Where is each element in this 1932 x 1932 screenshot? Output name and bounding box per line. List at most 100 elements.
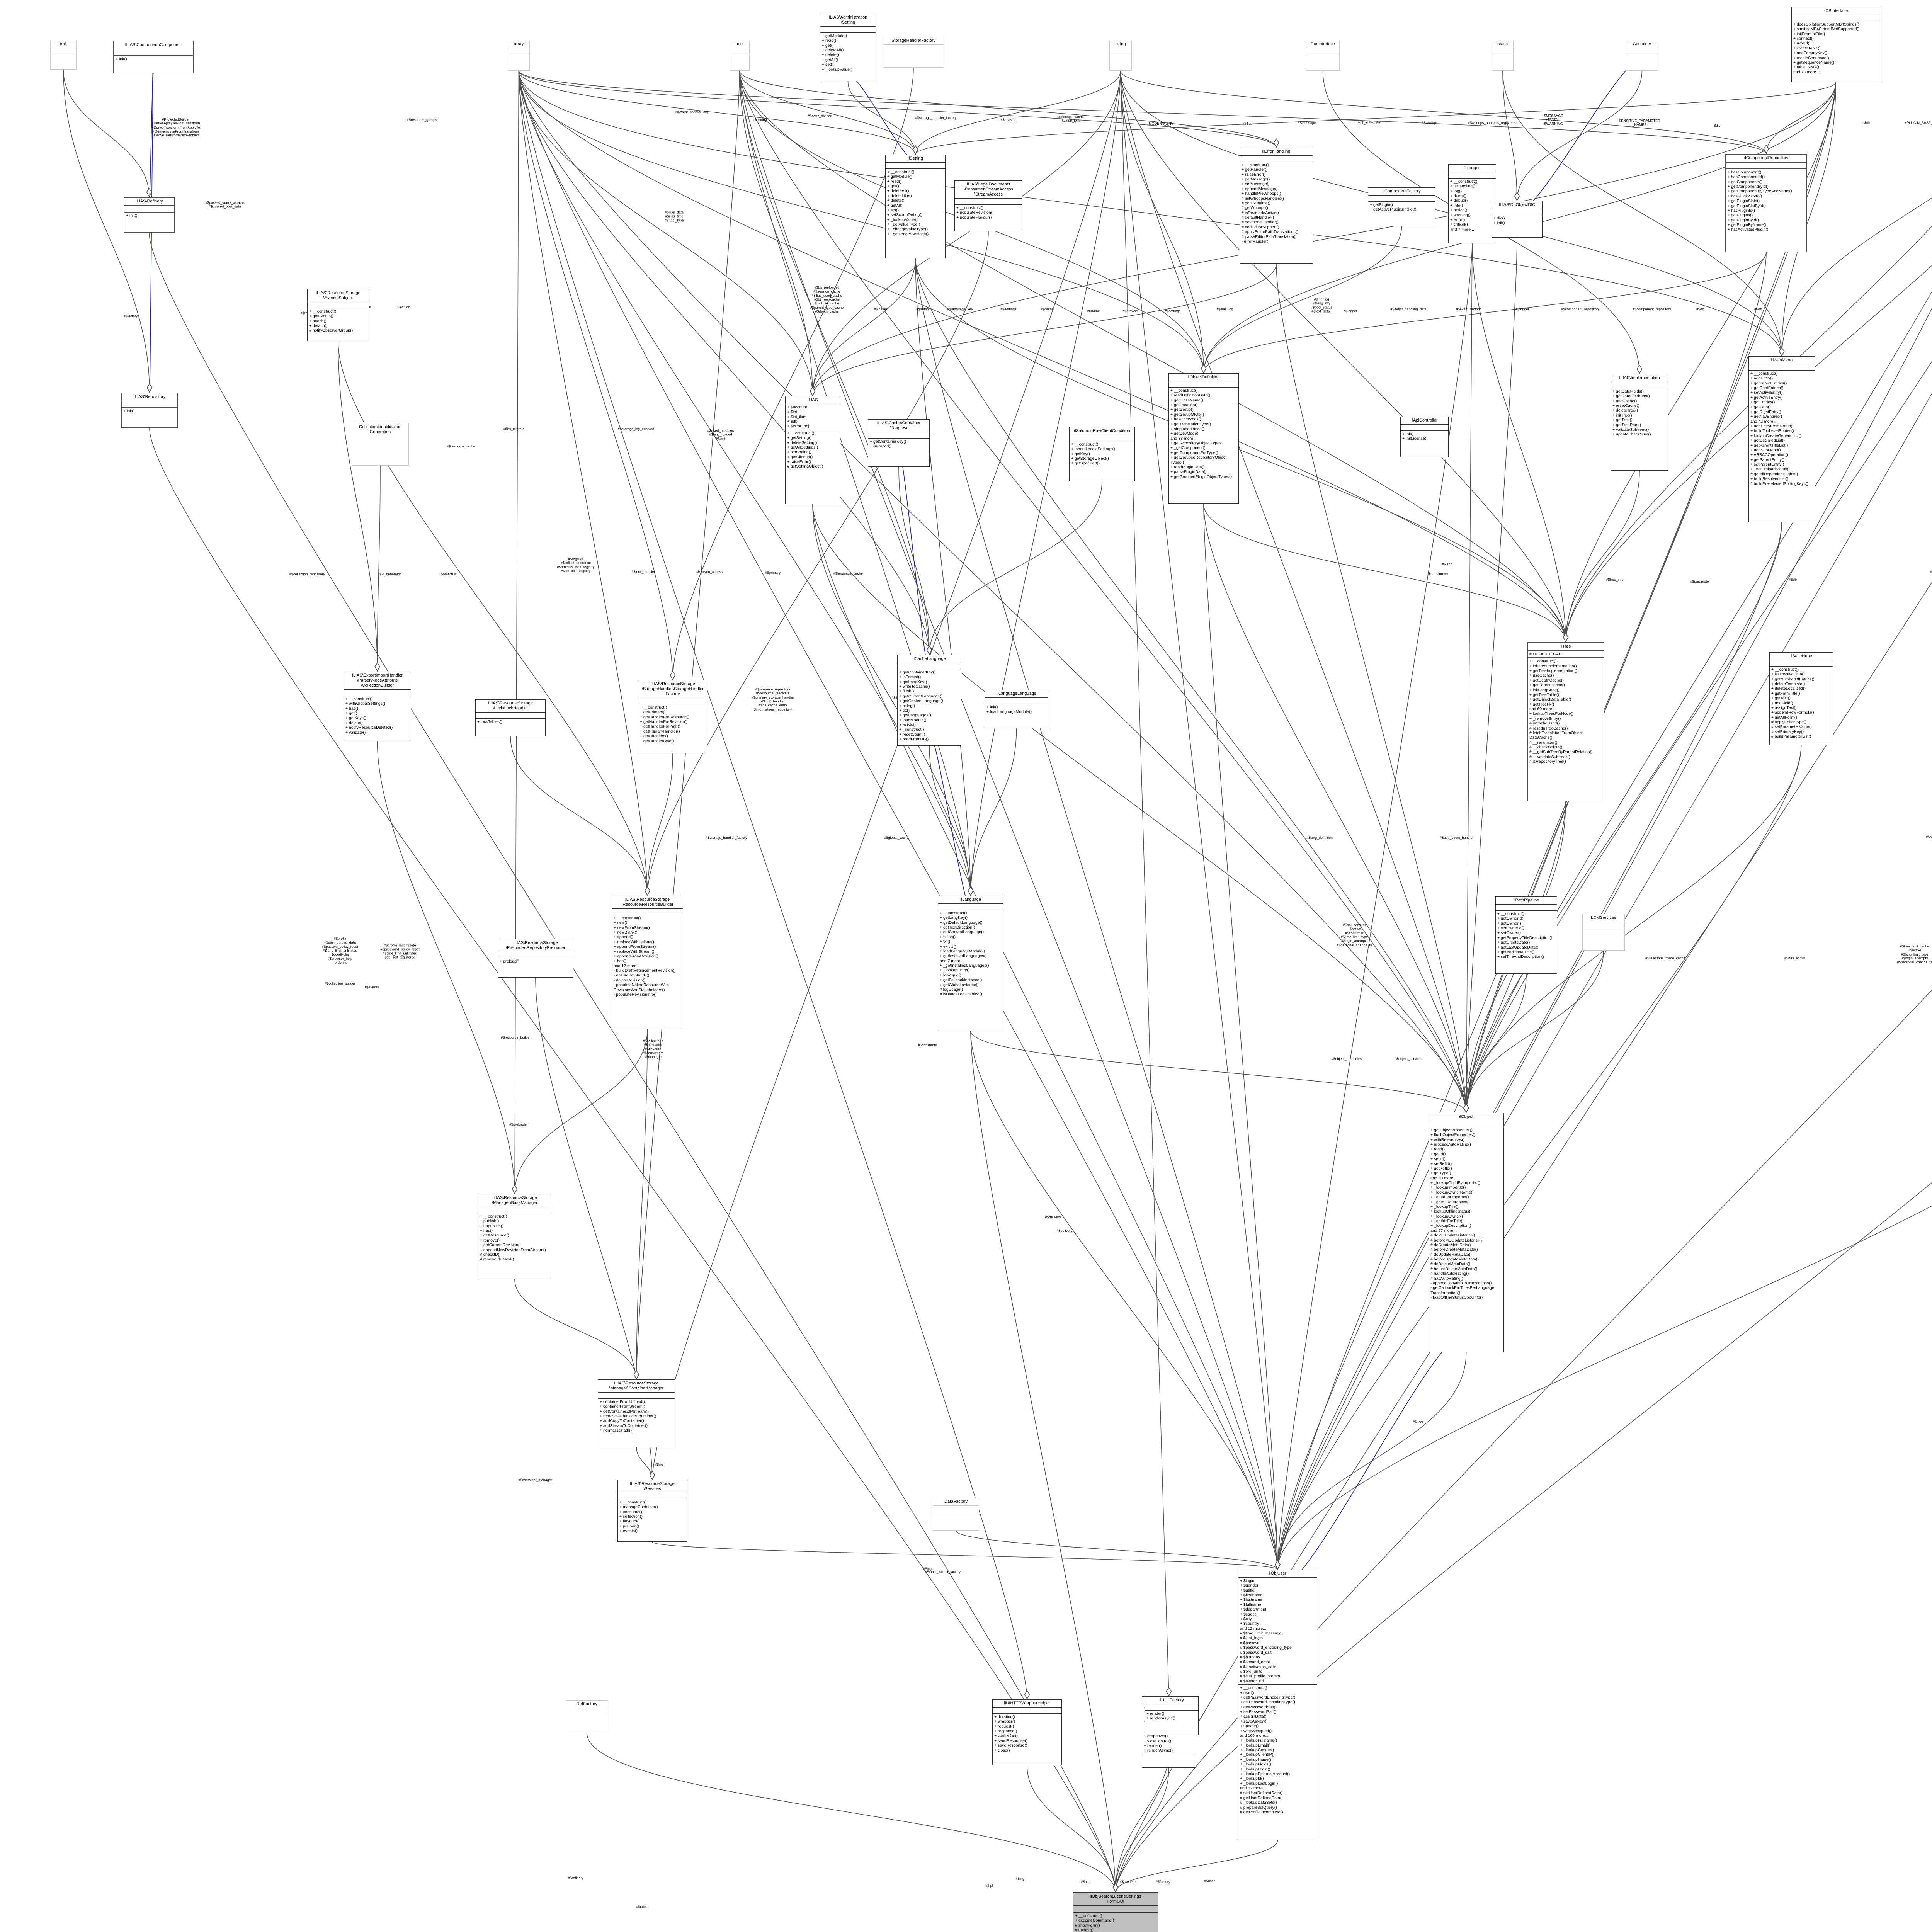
edge-label: #$language_key bbox=[947, 307, 973, 311]
class-node-attributes bbox=[498, 952, 573, 958]
edge-label: #$component_repository bbox=[1633, 307, 1671, 311]
class-node-collectionidentification[interactable]: CollectionIdentification Generation bbox=[352, 423, 409, 466]
class-node-ilobjuser[interactable]: ilObjUser+ $login + $gender + $utitle + … bbox=[1238, 1570, 1317, 1840]
class-node-illogger[interactable]: ilLogger+ __construct() + isHandling() +… bbox=[1448, 164, 1496, 243]
class-node-operations: + dic() + init() bbox=[1493, 216, 1505, 226]
class-node-operations: + getDateFields() + getDateFieldSets() +… bbox=[1612, 389, 1651, 437]
association-edge bbox=[929, 745, 974, 896]
edge-label: #$tabs bbox=[636, 1905, 647, 1909]
class-node-iltree[interactable]: ilTree# DEFAULT_GAP+ __construct() + ini… bbox=[1527, 642, 1604, 801]
class-node-operations: + preload() bbox=[500, 959, 520, 964]
class-node-attributes bbox=[1792, 15, 1880, 21]
class-node-ilcachelanguage[interactable]: ilCacheLanguage+ getContainerKey() + isF… bbox=[897, 655, 961, 746]
class-node-ilias-resourcestorage-services[interactable]: ILIAS\ResourceStorage \Services+ __const… bbox=[617, 1480, 687, 1542]
class-node-ilbasectrl[interactable]: ilBaseNone+ __construct() + isDirectiveD… bbox=[1769, 652, 1833, 745]
edge-label: +$MESSAGE +$FATAL +$WARNING bbox=[1542, 114, 1563, 126]
class-node-ilobjectdefinition[interactable]: ilObjectDefinition+ __construct() + read… bbox=[1168, 373, 1239, 504]
class-node-iluifactory[interactable]: ilUIUIFactory+ render() + renderAsync() bbox=[1145, 1696, 1199, 1735]
edge-label: #$settings bbox=[1165, 309, 1181, 313]
class-node-ilias-resourcestorage-manager-basemanager[interactable]: ILIAS\ResourceStorage \Manager\BaseManag… bbox=[478, 1194, 551, 1279]
class-node-ilias-refinery[interactable]: ILIAS\Refinery+ init() bbox=[124, 197, 175, 233]
class-node-string[interactable]: string bbox=[1109, 41, 1132, 71]
association-edge bbox=[633, 1029, 648, 1380]
class-node-operations: + getPlugin() + getActivePluginsInSlot() bbox=[1370, 202, 1417, 212]
class-node-attributes bbox=[124, 206, 174, 213]
class-node-ilias-exporthandler[interactable]: ILIAS\ExportImportHandler \Parser\NodeAt… bbox=[344, 672, 411, 741]
class-node-ilias-resourcestorage-eventssubject[interactable]: ILIAS\ResourceStorage \Events\Subject+ _… bbox=[307, 289, 369, 341]
class-node-ilias-admin-setting[interactable]: ILIAS\Administration \Setting+ getModule… bbox=[820, 14, 876, 81]
association-edge bbox=[1120, 70, 1207, 374]
class-node-ilmailcontroller[interactable]: ilApiController+ init() + initLicense() bbox=[1400, 417, 1449, 457]
edge-label: #$cache bbox=[1040, 307, 1054, 311]
class-node-illanguagelanguage[interactable]: ilLanguageLanguage+ init() + loadLanguag… bbox=[985, 690, 1048, 728]
class-node-ilias-resourcestorage-resourcebuilder[interactable]: ILIAS\ResourceStorage \Resource\Resource… bbox=[612, 896, 683, 1029]
association-edge bbox=[1463, 243, 1473, 1113]
association-edge bbox=[1201, 252, 1767, 374]
association-edge bbox=[956, 1530, 1281, 1570]
class-node-operations bbox=[1306, 55, 1339, 62]
class-node-title: ilTree bbox=[1528, 643, 1604, 651]
class-node-ilsalternativeclientcondition[interactable]: ilSalomonRawClientCondition+ __construct… bbox=[1069, 427, 1135, 481]
class-node-ilsetting[interactable]: ilSetting+ __construct() + getModule() +… bbox=[885, 155, 946, 258]
class-node-ilpathpipeline[interactable]: ilPathPipeline+ __construct() + getOwner… bbox=[1495, 896, 1557, 974]
class-node-ilhttpwrapper[interactable]: ilUIHTTPWrapperHelper+ duration() + wrap… bbox=[992, 1699, 1062, 1765]
class-node-container[interactable]: Container bbox=[1626, 41, 1658, 71]
class-node-ilmainmenu[interactable]: ilMainMenu+ __construct() + addEntry() +… bbox=[1748, 356, 1815, 522]
association-edge bbox=[645, 231, 989, 896]
class-node-ilias-dic-ilobjectdic[interactable]: ILIAS\DI\ObjectDIC+ dic() + init() bbox=[1492, 201, 1543, 238]
class-node-attributes bbox=[898, 663, 961, 669]
class-node-ilias-implementation[interactable]: ILIAS\Implementation+ getDateFields() + … bbox=[1611, 374, 1668, 471]
class-node-storagehandlerfactory[interactable]: StorageHandlerFactory bbox=[883, 37, 944, 68]
class-node-ilcomponentrepository[interactable]: ilComponentRepository+ hasComponent() + … bbox=[1725, 154, 1807, 252]
class-node-attributes bbox=[1401, 425, 1448, 431]
edge-label: #$db bbox=[1754, 307, 1762, 311]
class-node-ilias-resourcestorage-lock[interactable]: ILIAS\ResourceStorage \Lock\LockHandler+… bbox=[475, 699, 546, 736]
class-node-datafactory[interactable]: DataFactory bbox=[933, 1498, 979, 1531]
class-node-ildbinterface[interactable]: ilDBInterface+ doesCollationSupportMB4St… bbox=[1791, 7, 1880, 82]
class-node-ilerrorhandling[interactable]: ilErrorHandling+ __construct() + getHand… bbox=[1240, 148, 1313, 264]
class-node-refinery[interactable]: RefFactory bbox=[566, 1700, 608, 1733]
association-edge bbox=[968, 728, 1017, 896]
class-node-illanguage[interactable]: ilLanguage+ __construct() + getLangKey()… bbox=[938, 896, 1003, 1031]
class-node-title: CollectionIdentification Generation bbox=[352, 423, 408, 436]
class-node-trait[interactable]: trait bbox=[50, 41, 77, 70]
association-edge bbox=[1763, 82, 1836, 154]
class-node-ilias-component[interactable]: ILIAS\Component\Component+ init() bbox=[113, 41, 194, 73]
edge-label: $dic bbox=[1714, 123, 1721, 128]
class-node-runinterface[interactable]: RunInterface bbox=[1306, 41, 1340, 71]
class-node-array[interactable]: array bbox=[508, 41, 530, 71]
class-node-focus[interactable]: ilObjSearchLuceneSettings FormGUI+ __con… bbox=[1073, 1892, 1158, 1932]
class-node-ilias-resourcestorage-storagehandler[interactable]: ILIAS\ResourceStorage \StorageHandler\St… bbox=[638, 680, 707, 753]
class-node-attributes bbox=[308, 302, 369, 308]
class-node-static[interactable]: static bbox=[1492, 41, 1514, 71]
class-node-ilias-resourcestorage-manager-containermanager[interactable]: ILIAS\ResourceStorage \Manager\Container… bbox=[598, 1379, 675, 1447]
class-node-bool[interactable]: bool bbox=[730, 41, 750, 71]
class-node-title: ILIAS\Cache\Container \Request bbox=[868, 420, 929, 432]
class-node-operations: + render() + renderAsync() bbox=[1146, 1711, 1175, 1721]
class-node-lcmservice[interactable]: LCMServices bbox=[1582, 914, 1625, 951]
edge-label: #$app_event_handler bbox=[1440, 835, 1474, 840]
class-node-operations: + containerFromUpload() + containerFromS… bbox=[600, 1399, 656, 1433]
edge-label: #$global_cache bbox=[884, 835, 909, 840]
association-edge bbox=[1502, 70, 1520, 201]
class-node-operations: + init() + initLicense() bbox=[1402, 431, 1428, 441]
association-edge bbox=[847, 81, 918, 155]
class-node-ilias[interactable]: ILIAS+ $account + $ini + $ini_ilias + $d… bbox=[785, 396, 840, 504]
class-node-ilias-repository[interactable]: ILIAS\Repository+ init() bbox=[121, 393, 178, 428]
class-node-ilobject[interactable]: ilObject+ getObjectProperties() + flushO… bbox=[1429, 1113, 1504, 1352]
edge-label: #$logger bbox=[1515, 307, 1529, 311]
association-edge bbox=[518, 70, 1030, 1700]
class-node-title: ILIAS\Administration \Setting bbox=[820, 14, 876, 27]
association-edge bbox=[374, 465, 381, 672]
edge-label: #$db bbox=[1696, 307, 1704, 311]
edge-label: #$factory bbox=[1156, 1879, 1170, 1884]
class-node-legaldocs-streamaccess[interactable]: ILIAS\LegalDocuments \Consumer\StreamAcc… bbox=[954, 180, 1022, 231]
association-edge bbox=[1120, 70, 1769, 154]
association-edge bbox=[739, 70, 918, 155]
association-edge bbox=[518, 70, 1207, 374]
class-node-ilias-cache-container-request[interactable]: ILIAS\Cache\Container \Request+ getConta… bbox=[868, 419, 930, 467]
class-node-ilcomponentfactory[interactable]: ilComponentFactory+ getPlugin() + getAct… bbox=[1368, 187, 1435, 226]
edge-label: #$delivery bbox=[1056, 1228, 1073, 1233]
class-node-ilias-resourcestorage-repositorypreloader[interactable]: ILIAS\ResourceStorage \Preloader\Reposit… bbox=[498, 939, 573, 978]
edge-label: #$carts_divided bbox=[808, 114, 832, 118]
